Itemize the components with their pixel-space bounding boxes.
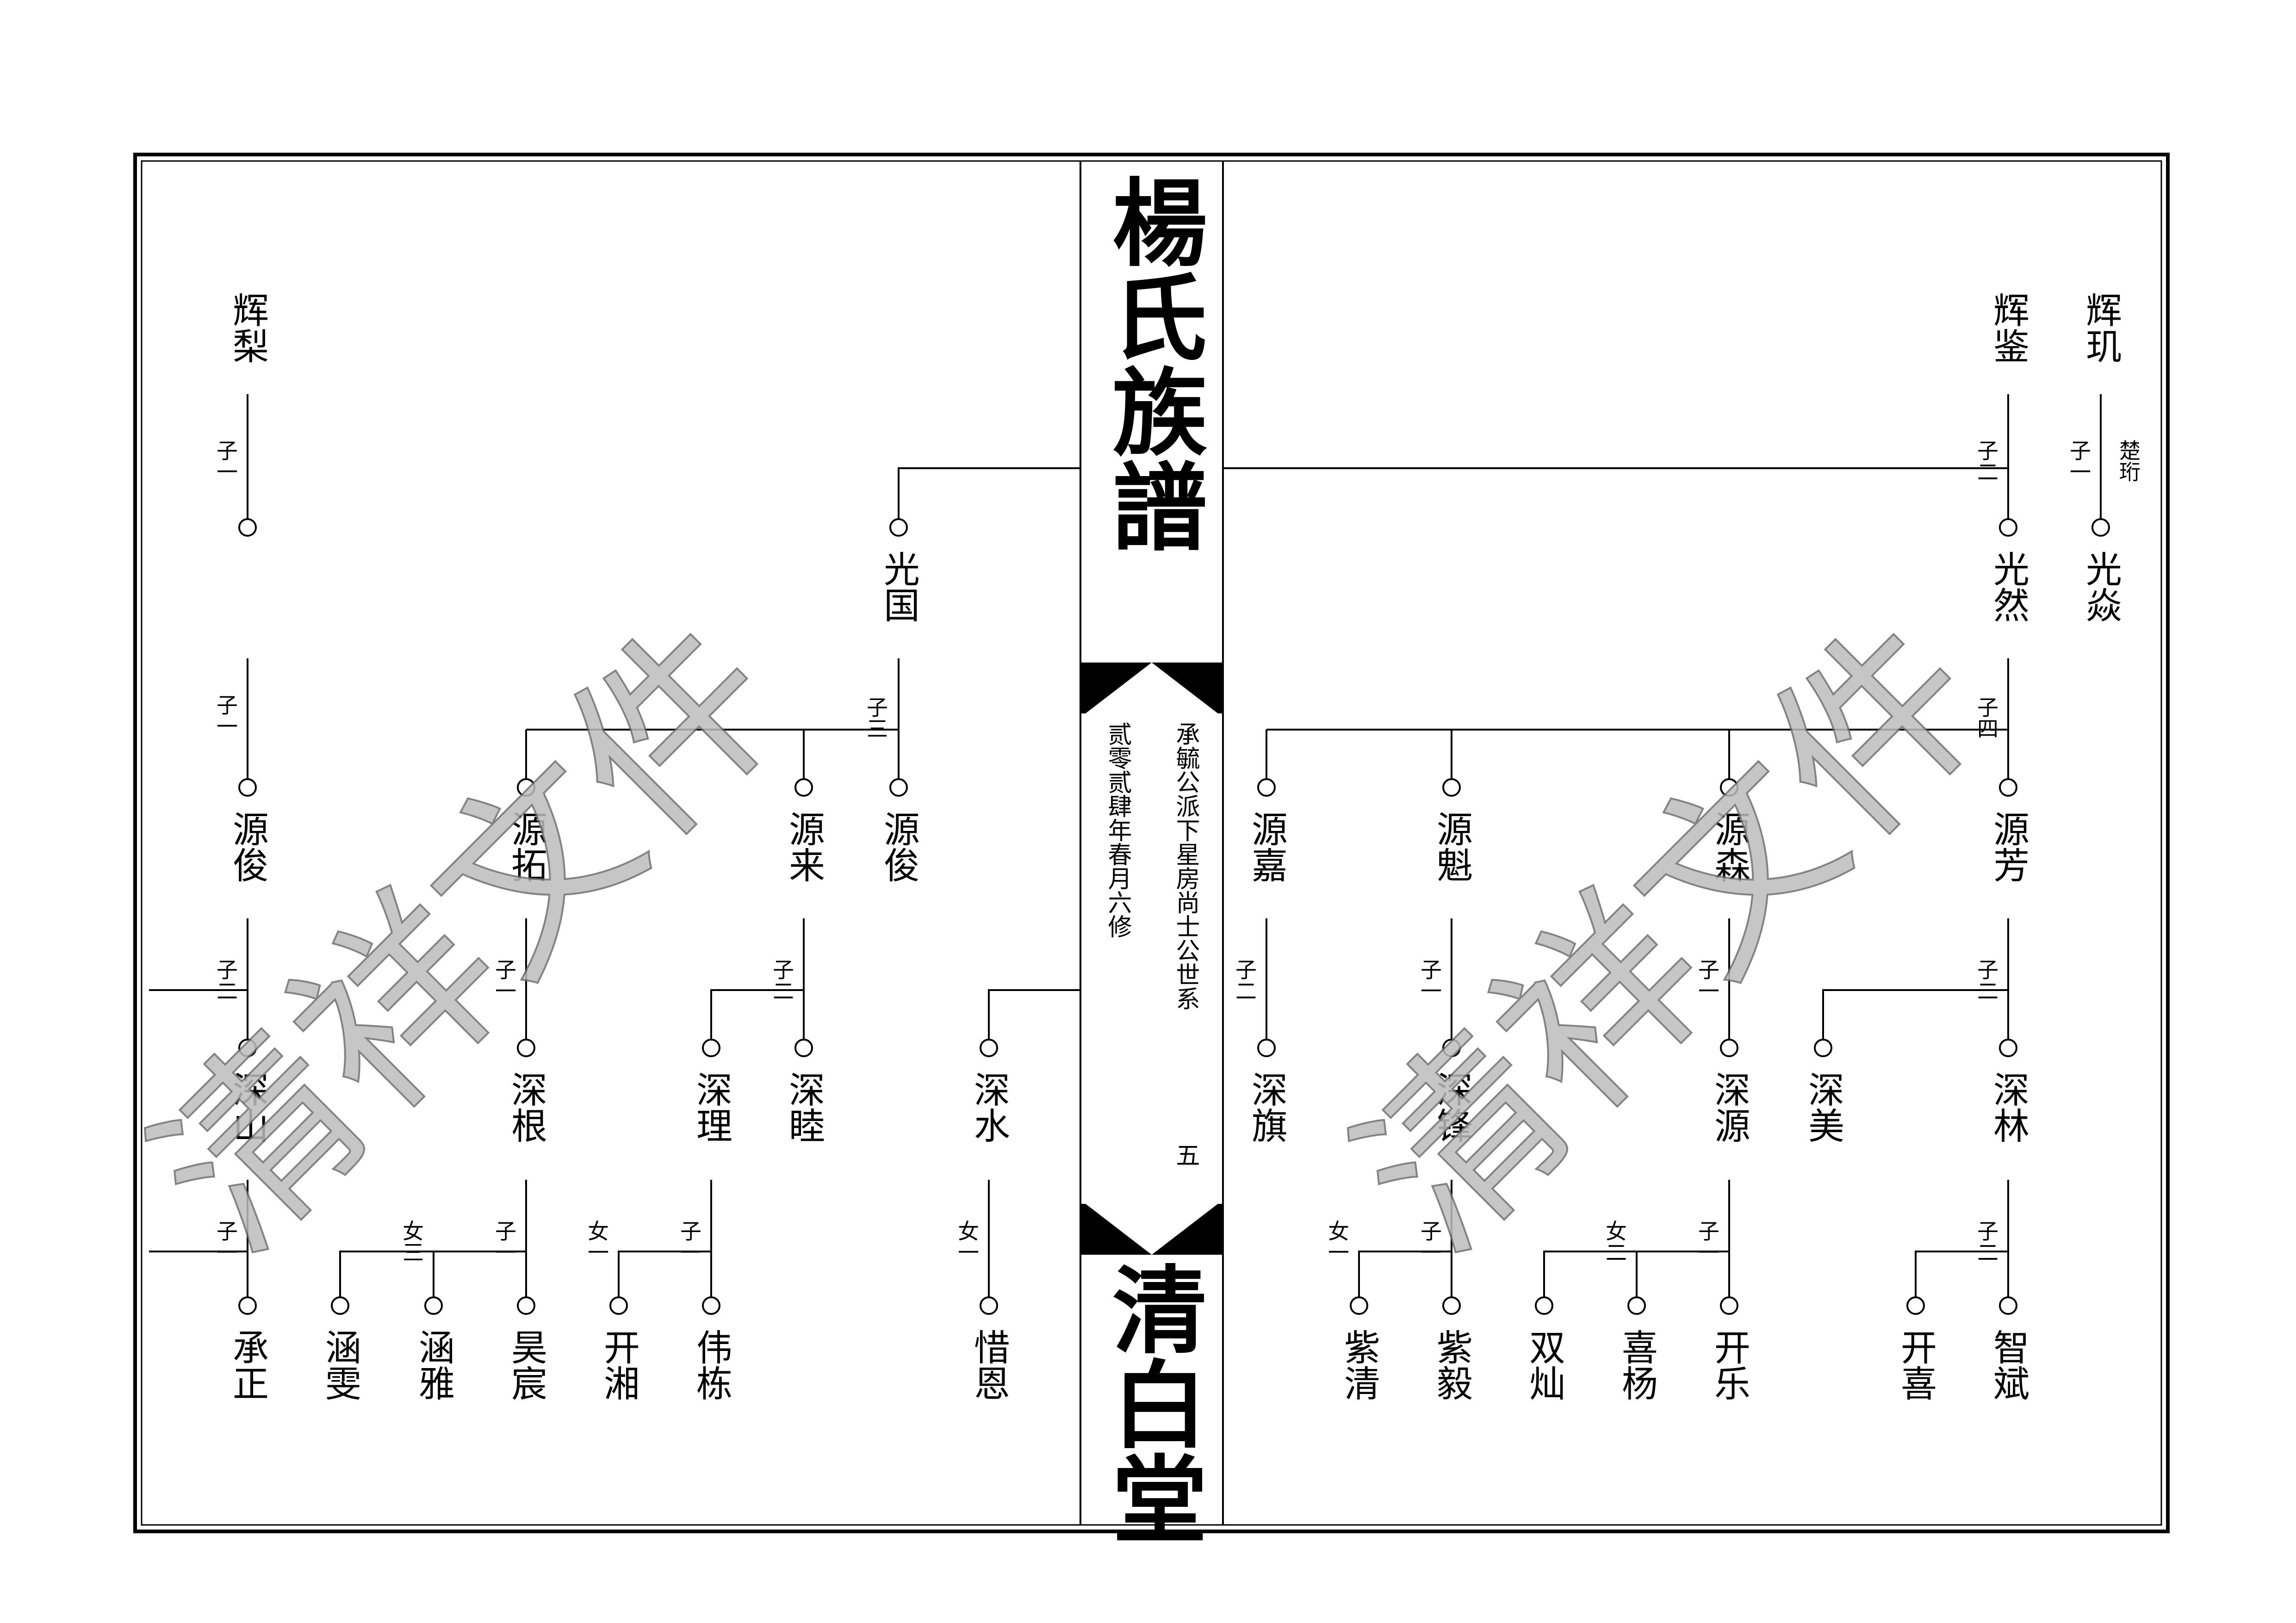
person-name: 深源: [1708, 1071, 1750, 1143]
hall-name: 清白堂: [1096, 1261, 1207, 1545]
relation-label: 子二: [769, 959, 794, 1001]
inner-frame: [141, 160, 2162, 1526]
spine: 楊氏族譜 承毓公派下星房尚士公世系 贰零贰肆年春月六修 五 清白堂: [1080, 161, 1224, 1545]
page-number: 五: [1172, 1143, 1199, 1167]
relation-label: 子四: [1974, 696, 1999, 739]
relation-label: 女一: [584, 1220, 609, 1263]
person-name: 源森: [1708, 811, 1750, 883]
relation-label: 女一: [1325, 1220, 1350, 1263]
watermark-right: 清祥文件: [1316, 581, 2027, 1292]
person-name: 深旗: [1246, 1071, 1287, 1143]
adopted-note: 楚珩: [2116, 440, 2141, 482]
watermark-text: 清祥文件: [1316, 582, 2026, 1291]
watermark-text: 清祥文件: [113, 582, 823, 1291]
relation-label: 子二: [1974, 959, 1999, 1001]
person-name: 辉鉴: [1987, 291, 2029, 364]
outer-frame: [133, 153, 2170, 1533]
person-name: 承正: [227, 1329, 268, 1401]
relation-label: 子二: [213, 959, 238, 1001]
person-name: 喜杨: [1616, 1329, 1657, 1401]
person-name: 双灿: [1523, 1329, 1565, 1401]
relation-label: 女一: [955, 1220, 980, 1263]
person-name: 源嘉: [1246, 811, 1287, 883]
person-name: 深水: [968, 1071, 1010, 1143]
relation-label: 子一: [1695, 959, 1720, 1001]
relation-label: 子一: [492, 959, 517, 1001]
person-name: 开喜: [1895, 1329, 1936, 1401]
person-name: 深理: [690, 1071, 732, 1143]
person-name: 开乐: [1708, 1329, 1750, 1401]
relation-labels: 子一 子一 子三 子二 子一 子二 子一 女三 子一 女一 子一 女一 子二 子…: [213, 440, 2091, 1263]
node-circles: [238, 518, 2110, 1315]
person-name: 开湘: [598, 1329, 639, 1401]
person-name: 源俊: [878, 811, 919, 883]
relation-label: 子一: [492, 1220, 517, 1263]
relation-label: 子一: [677, 1220, 702, 1263]
person-name: 昊宸: [505, 1329, 547, 1401]
relation-label: 子一: [1417, 1220, 1442, 1263]
person-name: 紫毅: [1431, 1329, 1472, 1401]
relation-label: 女二: [1602, 1220, 1627, 1263]
watermark-left: 清祥文件: [112, 581, 824, 1292]
person-name: 惜恩: [968, 1329, 1010, 1401]
relation-label: 子二: [1974, 440, 1999, 482]
relation-label: 子一: [213, 440, 238, 482]
person-name: 涵雅: [413, 1329, 454, 1401]
person-name: 源俊: [227, 811, 268, 883]
person-name: 辉梨: [227, 291, 268, 364]
person-name: 辉玑: [2080, 291, 2122, 364]
person-name: 源来: [783, 811, 825, 883]
relation-label: 女三: [399, 1220, 424, 1263]
book-title: 楊氏族譜: [1096, 173, 1207, 553]
person-name: 源拓: [505, 811, 547, 883]
relation-label: 子二: [1232, 959, 1257, 1001]
person-name: 光焱: [2080, 551, 2122, 623]
relation-label: 子二: [1974, 1220, 1999, 1263]
person-name: 涵雯: [319, 1329, 361, 1401]
person-name: 深根: [505, 1071, 547, 1143]
person-name: 深睦: [783, 1071, 825, 1143]
person-name: 深美: [1802, 1071, 1844, 1143]
relation-label: 子三: [863, 696, 888, 739]
lineage-subtitle: 承毓公派下星房尚士公世系: [1172, 722, 1199, 1010]
person-name: 光然: [1987, 551, 2029, 623]
person-name: 深林: [1987, 1071, 2029, 1143]
person-name: 伟栋: [690, 1329, 732, 1401]
revision-date: 贰零贰肆年春月六修: [1104, 722, 1131, 938]
person-name: 源魁: [1431, 811, 1472, 883]
person-names: 辉梨 辉鉴 辉玑 楚珩 光国 光然 光焱 源俊 源拓 源来 源俊 源嘉 源魁 源…: [227, 291, 2141, 1401]
person-name: 深山: [227, 1071, 268, 1143]
relation-label: 子一: [1417, 959, 1442, 1001]
person-name: 紫清: [1338, 1329, 1380, 1401]
relation-label: 子一: [1695, 1220, 1720, 1263]
relation-label: 子一: [2066, 440, 2091, 482]
person-name: 智斌: [1987, 1329, 2029, 1401]
relation-label: 子一: [213, 694, 238, 737]
person-name: 深锋: [1431, 1071, 1472, 1143]
person-name: 光国: [878, 551, 919, 623]
person-name: 源芳: [1987, 811, 2029, 883]
relation-label: 子一: [213, 1220, 238, 1263]
tree-lines: [149, 394, 2102, 1298]
